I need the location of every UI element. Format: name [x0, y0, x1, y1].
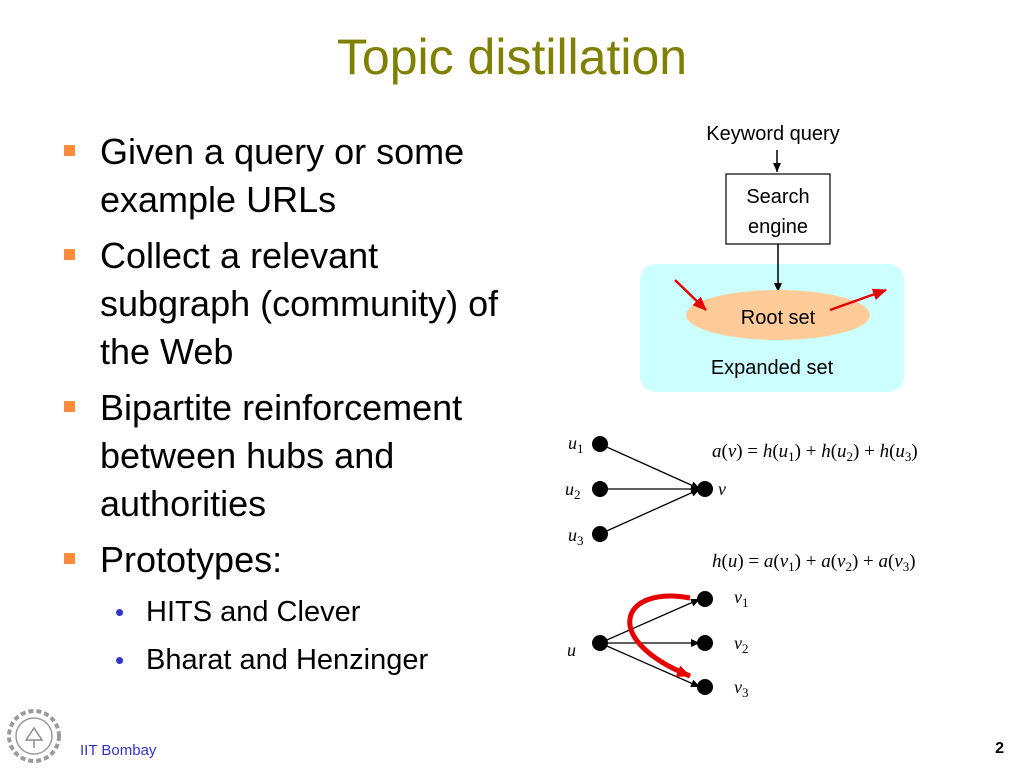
node-u — [592, 635, 608, 651]
root-set-ellipse — [686, 290, 870, 340]
hub-formula: h(u) = a(v1) + a(v2) + a(v3) — [712, 551, 916, 574]
sub-bullet-item: • HITS and Clever — [60, 592, 520, 632]
node-label-u: u — [567, 640, 576, 660]
bullet-item: Given a query or some example URLs — [60, 128, 520, 224]
search-engine-label: engine — [748, 216, 808, 238]
inbound-red-arrow — [674, 279, 707, 311]
edge-u3-v — [599, 488, 701, 535]
node-label-u3: u3 — [568, 525, 584, 548]
edge-u-v1 — [599, 598, 701, 644]
node-u1 — [592, 436, 608, 452]
reinforcement-red-arrow — [627, 593, 691, 679]
bullet-square-icon — [64, 249, 75, 260]
bullet-text: Bipartite reinforcement between hubs and… — [100, 387, 463, 524]
search-engine-box — [725, 173, 831, 245]
node-label-v2: v2 — [734, 633, 749, 656]
bullet-text: Given a query or some example URLs — [100, 131, 465, 220]
search-engine-label: Search — [746, 186, 809, 208]
node-u2 — [592, 481, 608, 497]
sub-bullet-dot-icon: • — [115, 645, 125, 675]
node-v1 — [697, 591, 713, 607]
node-v2 — [697, 635, 713, 651]
bullet-item: Prototypes: — [60, 536, 520, 584]
root-set-label: Root set — [741, 307, 816, 329]
sub-bullet-text: HITS and Clever — [146, 596, 361, 628]
bullet-list: Given a query or some example URLs Colle… — [60, 128, 520, 680]
edge-u1-v — [599, 443, 701, 490]
bullet-item: Collect a relevant subgraph (community) … — [60, 232, 520, 376]
edge-u-v3 — [599, 642, 701, 688]
node-label-v1: v1 — [734, 587, 749, 610]
iit-bombay-logo-icon — [7, 709, 61, 763]
sub-bullet-item: • Bharat and Henzinger — [60, 640, 520, 680]
keyword-query-label: Keyword query — [706, 123, 839, 145]
node-label-u1: u1 — [568, 433, 584, 456]
node-u3 — [592, 526, 608, 542]
bullet-square-icon — [64, 145, 75, 156]
sub-bullet-dot-icon: • — [115, 597, 125, 627]
node-v — [697, 481, 713, 497]
outbound-red-arrow — [829, 288, 887, 312]
authority-formula: a(v) = h(u1) + h(u2) + h(u3) — [712, 441, 918, 464]
node-label-v3: v3 — [734, 677, 749, 700]
node-v3 — [697, 679, 713, 695]
bullet-square-icon — [64, 553, 75, 564]
bullet-text: Collect a relevant subgraph (community) … — [100, 235, 499, 372]
page-number: 2 — [995, 740, 1004, 757]
footer-institute: IIT Bombay — [80, 742, 157, 759]
slide-title: Topic distillation — [336, 29, 688, 85]
bullet-square-icon — [64, 401, 75, 412]
sub-bullet-text: Bharat and Henzinger — [146, 644, 429, 676]
bullet-item: Bipartite reinforcement between hubs and… — [60, 384, 520, 528]
bullet-text: Prototypes: — [100, 539, 283, 580]
expanded-set-label: Expanded set — [711, 357, 834, 379]
node-label-v: v — [718, 479, 726, 499]
node-label-u2: u2 — [565, 479, 581, 502]
